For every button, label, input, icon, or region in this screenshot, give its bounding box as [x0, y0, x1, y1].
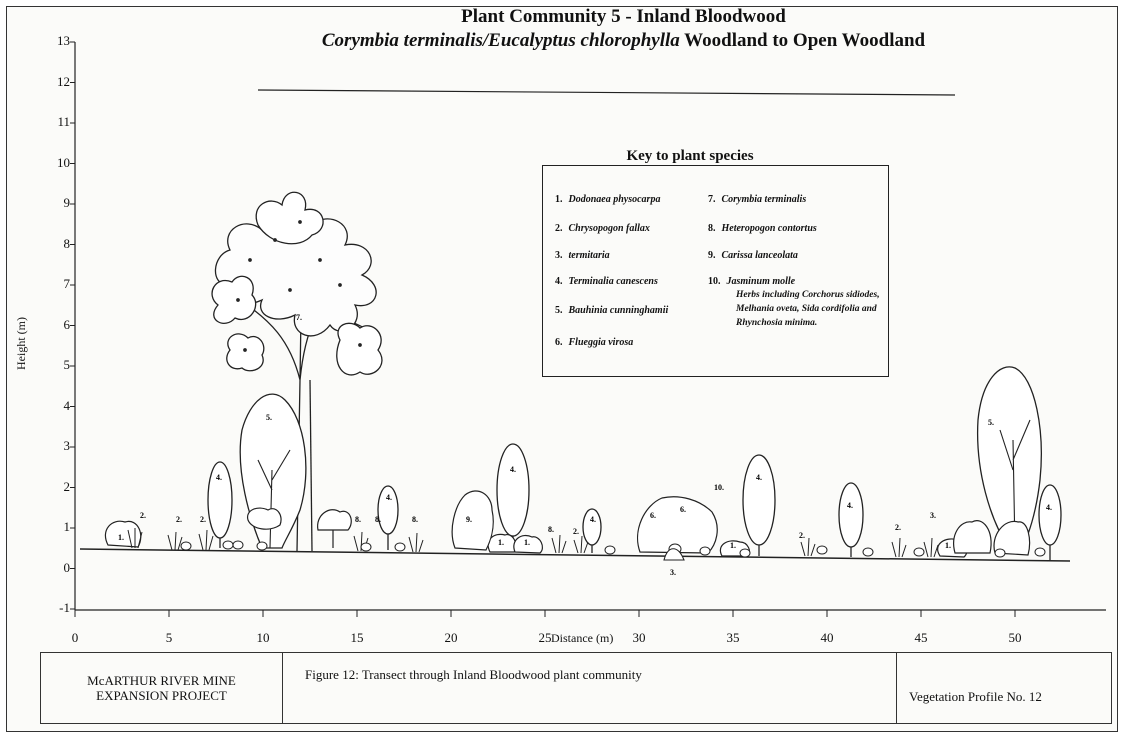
dodonaea-shrubs: [105, 521, 966, 557]
y-tick-label: 1: [48, 519, 70, 535]
plant-number-label: 4.: [847, 501, 853, 510]
plant-number-label: 6.: [650, 511, 656, 520]
key-item-8: 8.Heteropogon contortus: [708, 223, 817, 234]
key-item-9: 9.Carissa lanceolata: [708, 250, 798, 261]
plant-number-label: 7.: [296, 313, 302, 322]
x-tick-label: 45: [906, 630, 936, 646]
plant-number-label: 3.: [930, 511, 936, 520]
y-tick-label: 11: [48, 114, 70, 130]
y-tick-label: 7: [48, 276, 70, 292]
plant-number-label: 1.: [498, 538, 504, 547]
key-item-10: 10.Jasminum molle: [708, 276, 795, 287]
plant-number-label: 2.: [140, 511, 146, 520]
plant-number-label: 5.: [988, 418, 994, 427]
x-tick-label: 50: [1000, 630, 1030, 646]
plant-number-label: 4.: [1046, 503, 1052, 512]
plant-number-label: 1.: [118, 533, 124, 542]
plant-number-label: 10.: [714, 483, 724, 492]
plant-number-label: 1.: [730, 541, 736, 550]
plant-number-label: 2.: [799, 531, 805, 540]
x-tick-label: 15: [342, 630, 372, 646]
key-item-1: 1.Dodonaea physocarpa: [555, 194, 660, 205]
plant-number-label: 4.: [510, 465, 516, 474]
x-tick-label: 40: [812, 630, 842, 646]
key-item-4: 4.Terminalia canescens: [555, 276, 658, 287]
key-item-2: 2.Chrysopogon fallax: [555, 223, 650, 234]
project-line-2: EXPANSION PROJECT: [41, 688, 282, 703]
herb-note: Herbs including Corchorus sidiodes, Melh…: [736, 288, 884, 330]
footer-project: McARTHUR RIVER MINE EXPANSION PROJECT: [41, 653, 283, 723]
plant-number-label: 2.: [200, 515, 206, 524]
key-item-3: 3.termitaria: [555, 250, 610, 261]
plant-number-label: 6.: [680, 505, 686, 514]
plant-number-label: 8.: [375, 515, 381, 524]
footer-caption: Figure 12: Transect through Inland Blood…: [283, 653, 897, 723]
plant-number-label: 3.: [670, 568, 676, 577]
plant-number-label: 8.: [355, 515, 361, 524]
y-tick-label: 10: [48, 155, 70, 171]
y-tick-label: 3: [48, 438, 70, 454]
footer-profile-number: Vegetation Profile No. 12: [897, 653, 1111, 723]
y-tick-label: 8: [48, 236, 70, 252]
plant-number-label: 1.: [524, 538, 530, 547]
terminalia-shrubs: [208, 444, 1061, 560]
plant-number-label: 1.: [945, 541, 951, 550]
y-axis-label: Height (m): [14, 317, 29, 370]
x-tick-label: 30: [624, 630, 654, 646]
x-axis-label: Distance (m): [551, 631, 613, 646]
y-tick-label: 12: [48, 74, 70, 90]
plant-number-label: 9.: [466, 515, 472, 524]
y-tick-marks: [70, 42, 75, 609]
title-underline: [258, 90, 955, 95]
key-item-7: 7.Corymbia terminalis: [708, 194, 806, 205]
x-tick-label: 10: [248, 630, 278, 646]
y-tick-label: 9: [48, 195, 70, 211]
plant-number-label: 2.: [895, 523, 901, 532]
y-tick-label: 4: [48, 398, 70, 414]
x-tick-label: 25: [530, 630, 560, 646]
plant-number-label: 8.: [412, 515, 418, 524]
x-tick-label: 5: [154, 630, 184, 646]
plant-number-label: 4.: [756, 473, 762, 482]
key-item-5: 5.Bauhinia cunninghamii: [555, 305, 668, 316]
y-tick-label: 0: [48, 560, 70, 576]
y-tick-label: 6: [48, 317, 70, 333]
key-item-6: 6.Flueggia virosa: [555, 337, 633, 348]
y-tick-label: -1: [48, 600, 70, 616]
plant-number-label: 4.: [590, 515, 596, 524]
species-key-box: 1.Dodonaea physocarpa 2.Chrysopogon fall…: [542, 165, 889, 377]
plant-number-label: 4.: [386, 493, 392, 502]
key-title: Key to plant species: [560, 148, 820, 165]
y-tick-label: 5: [48, 357, 70, 373]
plant-number-label: 5.: [266, 413, 272, 422]
plant-number-label: 4.: [216, 473, 222, 482]
project-line-1: McARTHUR RIVER MINE: [41, 673, 282, 688]
y-tick-label: 2: [48, 479, 70, 495]
herb-circles: [181, 541, 1045, 557]
plant-number-label: 2.: [573, 527, 579, 536]
x-tick-label: 20: [436, 630, 466, 646]
plant-number-label: 2.: [176, 515, 182, 524]
x-tick-label: 0: [60, 630, 90, 646]
plant-number-label: 8.: [548, 525, 554, 534]
x-tick-label: 35: [718, 630, 748, 646]
figure-footer: McARTHUR RIVER MINE EXPANSION PROJECT Fi…: [40, 652, 1112, 724]
y-tick-label: 13: [48, 33, 70, 49]
x-tick-marks: [75, 610, 1015, 617]
